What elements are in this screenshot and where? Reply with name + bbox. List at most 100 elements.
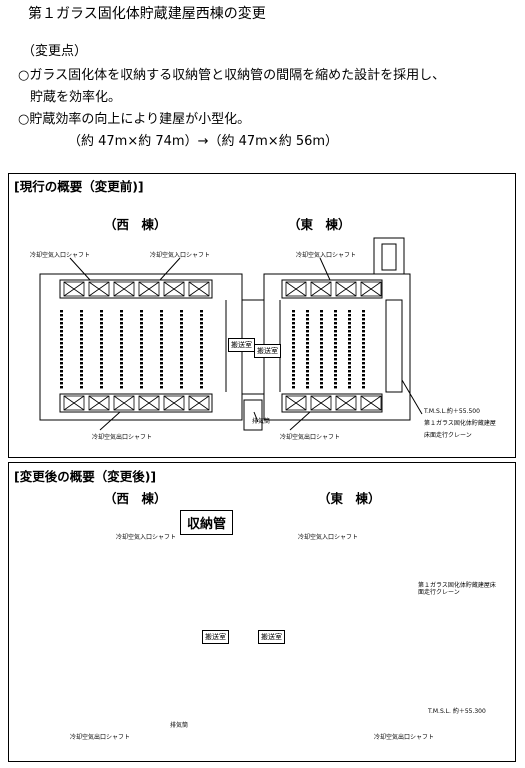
storage-tube — [292, 310, 295, 313]
storage-tube — [80, 318, 83, 321]
storage-tube — [180, 322, 183, 325]
storage-tube — [348, 354, 351, 357]
before-west-label: （西 棟） — [104, 217, 167, 232]
storage-tube — [334, 350, 337, 353]
storage-tube — [140, 374, 143, 377]
shaft-box — [285, 395, 307, 411]
storage-tube — [180, 378, 183, 381]
storage-tube — [60, 338, 63, 341]
storage-tube — [362, 354, 365, 357]
storage-tube — [334, 358, 337, 361]
storage-tube — [100, 370, 103, 373]
storage-tube — [100, 350, 103, 353]
storage-tube — [320, 310, 323, 313]
storage-tube — [348, 366, 351, 369]
storage-tube — [180, 386, 183, 389]
storage-tube — [140, 330, 143, 333]
storage-tube — [306, 314, 309, 317]
storage-tube — [362, 314, 365, 317]
storage-tube — [362, 342, 365, 345]
storage-tube — [140, 350, 143, 353]
storage-tube — [100, 374, 103, 377]
storage-tube — [60, 350, 63, 353]
storage-tube — [120, 370, 123, 373]
change-item-2-line-2: （約 47m×約 74m）→（約 47m×約 56m） — [68, 134, 339, 149]
storage-tube — [120, 318, 123, 321]
storage-tube — [348, 330, 351, 333]
shaft-box — [113, 395, 135, 411]
storage-tube — [80, 386, 83, 389]
storage-tube — [292, 346, 295, 349]
shaft-box — [163, 281, 185, 297]
storage-tube — [306, 354, 309, 357]
before-tmsl-label: T.M.S.L.約＋55.500 — [424, 408, 480, 415]
storage-tube — [292, 354, 295, 357]
storage-tube — [60, 370, 63, 373]
storage-tube — [160, 334, 163, 337]
storage-tube — [306, 366, 309, 369]
storage-tube — [348, 350, 351, 353]
shaft-box — [88, 395, 110, 411]
storage-tube — [60, 330, 63, 333]
shaft-box-cross — [188, 395, 210, 411]
storage-tube — [60, 366, 63, 369]
after-crane-label: 第１ガラス固化体貯蔵建屋床面走行クレーン — [418, 582, 496, 596]
storage-tube — [348, 386, 351, 389]
storage-tube — [80, 378, 83, 381]
storage-tube — [334, 354, 337, 357]
storage-tube — [140, 386, 143, 389]
storage-tube — [60, 354, 63, 357]
storage-tube — [306, 374, 309, 377]
storage-tube — [306, 350, 309, 353]
storage-tube — [100, 382, 103, 385]
storage-tube — [320, 358, 323, 361]
storage-tube — [362, 386, 365, 389]
storage-tube — [60, 382, 63, 385]
storage-tube — [200, 338, 203, 341]
storage-tube — [120, 310, 123, 313]
storage-tube — [120, 382, 123, 385]
storage-tube — [200, 386, 203, 389]
storage-tube — [160, 346, 163, 349]
storage-tube — [334, 370, 337, 373]
storage-tube — [160, 318, 163, 321]
after-tmsl-label: T.M.S.L. 約＋55.300 — [428, 708, 486, 715]
storage-tube — [80, 346, 83, 349]
storage-tube-callout: 収納管 — [180, 510, 234, 535]
after-outlet-shaft-label-1: 冷却空気出口シャフト — [70, 734, 131, 741]
storage-tube — [180, 346, 183, 349]
storage-tube — [306, 334, 309, 337]
storage-tube — [348, 310, 351, 313]
storage-tube — [292, 322, 295, 325]
storage-tube — [292, 318, 295, 321]
storage-tube — [80, 310, 83, 313]
storage-tube — [60, 318, 63, 321]
storage-tube — [60, 334, 63, 337]
storage-tube — [180, 370, 183, 373]
after-inlet-shaft-label-2: 冷却空気入口シャフト — [298, 534, 359, 541]
storage-tube — [200, 350, 203, 353]
storage-tube — [160, 322, 163, 325]
storage-tube — [334, 314, 337, 317]
shaft-box-cross — [335, 395, 357, 411]
storage-tube — [306, 310, 309, 313]
storage-tube — [60, 346, 63, 349]
storage-tube — [362, 374, 365, 377]
after-west-label: （西 棟） — [104, 491, 167, 506]
storage-tube — [100, 342, 103, 345]
storage-tube — [80, 374, 83, 377]
storage-tube — [200, 322, 203, 325]
storage-tube — [348, 342, 351, 345]
changes-label: （変更点） — [22, 44, 88, 59]
storage-tube — [60, 358, 63, 361]
storage-tube — [320, 318, 323, 321]
storage-tube — [120, 362, 123, 365]
storage-tube — [80, 382, 83, 385]
storage-tube — [334, 322, 337, 325]
shaft-box-cross — [163, 281, 185, 297]
storage-tube — [292, 366, 295, 369]
storage-tube — [292, 314, 295, 317]
storage-tube — [292, 334, 295, 337]
storage-tube — [80, 314, 83, 317]
storage-tube — [306, 330, 309, 333]
